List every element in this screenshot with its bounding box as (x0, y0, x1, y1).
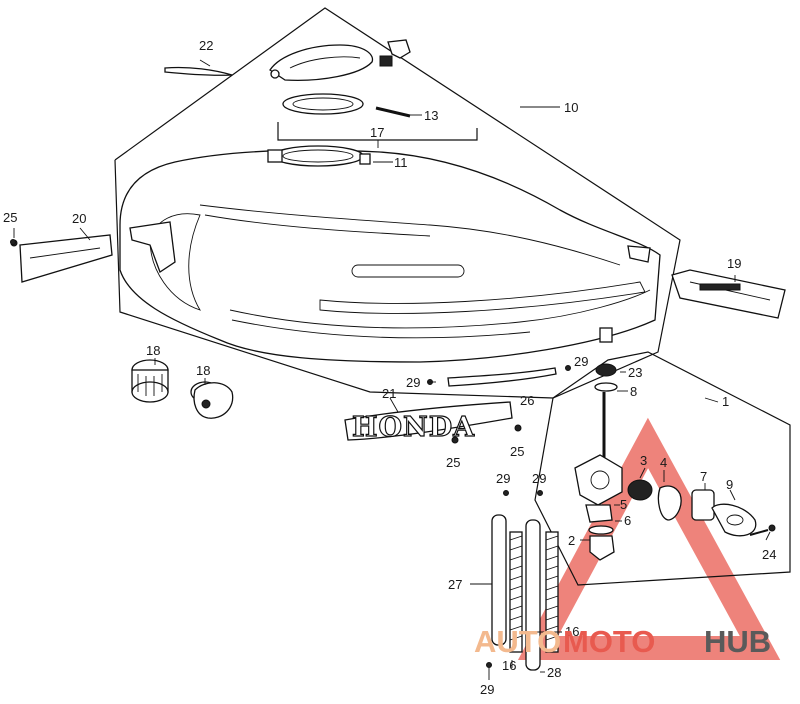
cap-gasket (282, 93, 364, 115)
callout-29b: 29 (574, 354, 588, 369)
callout-26: 26 (520, 393, 534, 408)
callout-18a: 18 (146, 343, 160, 358)
rubber-cushion-right (190, 381, 234, 419)
callout-23: 23 (628, 365, 642, 380)
callout-3: 3 (640, 453, 647, 468)
callout-24: 24 (762, 547, 776, 562)
callout-8: 8 (630, 384, 637, 399)
fuel-cap (269, 39, 411, 81)
spring-16-right (545, 531, 559, 653)
valve-plate (691, 489, 715, 521)
spring-16-left (509, 531, 523, 653)
callout-17: 17 (370, 125, 384, 140)
fuel-tank (119, 145, 661, 363)
cap-pin (375, 106, 411, 118)
callout-18b: 18 (196, 363, 210, 378)
callout-25b: 25 (446, 455, 460, 470)
callout-16b: 16 (502, 658, 516, 673)
fuel-valve (574, 363, 623, 561)
fuel-valve-assembly-outline (534, 351, 791, 586)
rear-cushion (671, 269, 786, 319)
callout-4: 4 (660, 455, 667, 470)
callout-5: 5 (620, 497, 627, 512)
callout-7: 7 (700, 469, 707, 484)
rubber-cushion-left (131, 359, 169, 403)
tube-28 (525, 519, 541, 671)
callout-1: 1 (722, 394, 729, 409)
watermark-hub: HUB (704, 624, 771, 659)
callout-28: 28 (547, 665, 561, 680)
small-screws (10, 239, 571, 668)
valve-seal (627, 479, 653, 501)
group-bracket-17 (277, 122, 478, 141)
callout-29a: 29 (406, 375, 420, 390)
callout-25a: 25 (3, 210, 17, 225)
callout-16a: 16 (565, 624, 579, 639)
callout-10: 10 (564, 100, 578, 115)
callout-29d: 29 (532, 471, 546, 486)
honda-emblem: HONDA (344, 401, 513, 444)
watermark-logo: AUTO MOTO HUB (474, 624, 771, 659)
callout-9: 9 (726, 477, 733, 492)
callout-25c: 25 (510, 444, 524, 459)
tube-27 (491, 514, 507, 646)
fuel-hose (447, 367, 557, 387)
valve-cover (711, 503, 757, 537)
callout-29e: 29 (480, 682, 494, 697)
mount-strap (10, 234, 113, 283)
callout-19: 19 (727, 256, 741, 271)
callout-29c: 29 (496, 471, 510, 486)
valve-lever (657, 485, 682, 521)
callout-20: 20 (72, 211, 86, 226)
watermark-moto: MOTO (563, 624, 655, 659)
watermark-auto: AUTO (474, 624, 561, 659)
callout-labels: 1 2 3 4 5 6 7 8 9 10 11 13 16 16 17 18 1… (3, 38, 776, 697)
callout-27: 27 (448, 577, 462, 592)
cap-emblem-strip (164, 66, 233, 76)
leader-lines (13, 59, 771, 680)
callout-6: 6 (624, 513, 631, 528)
callout-13: 13 (424, 108, 438, 123)
callout-11: 11 (394, 155, 408, 170)
callout-21: 21 (382, 386, 396, 401)
callout-22: 22 (199, 38, 213, 53)
screw-24 (749, 524, 776, 536)
callout-2: 2 (568, 533, 575, 548)
